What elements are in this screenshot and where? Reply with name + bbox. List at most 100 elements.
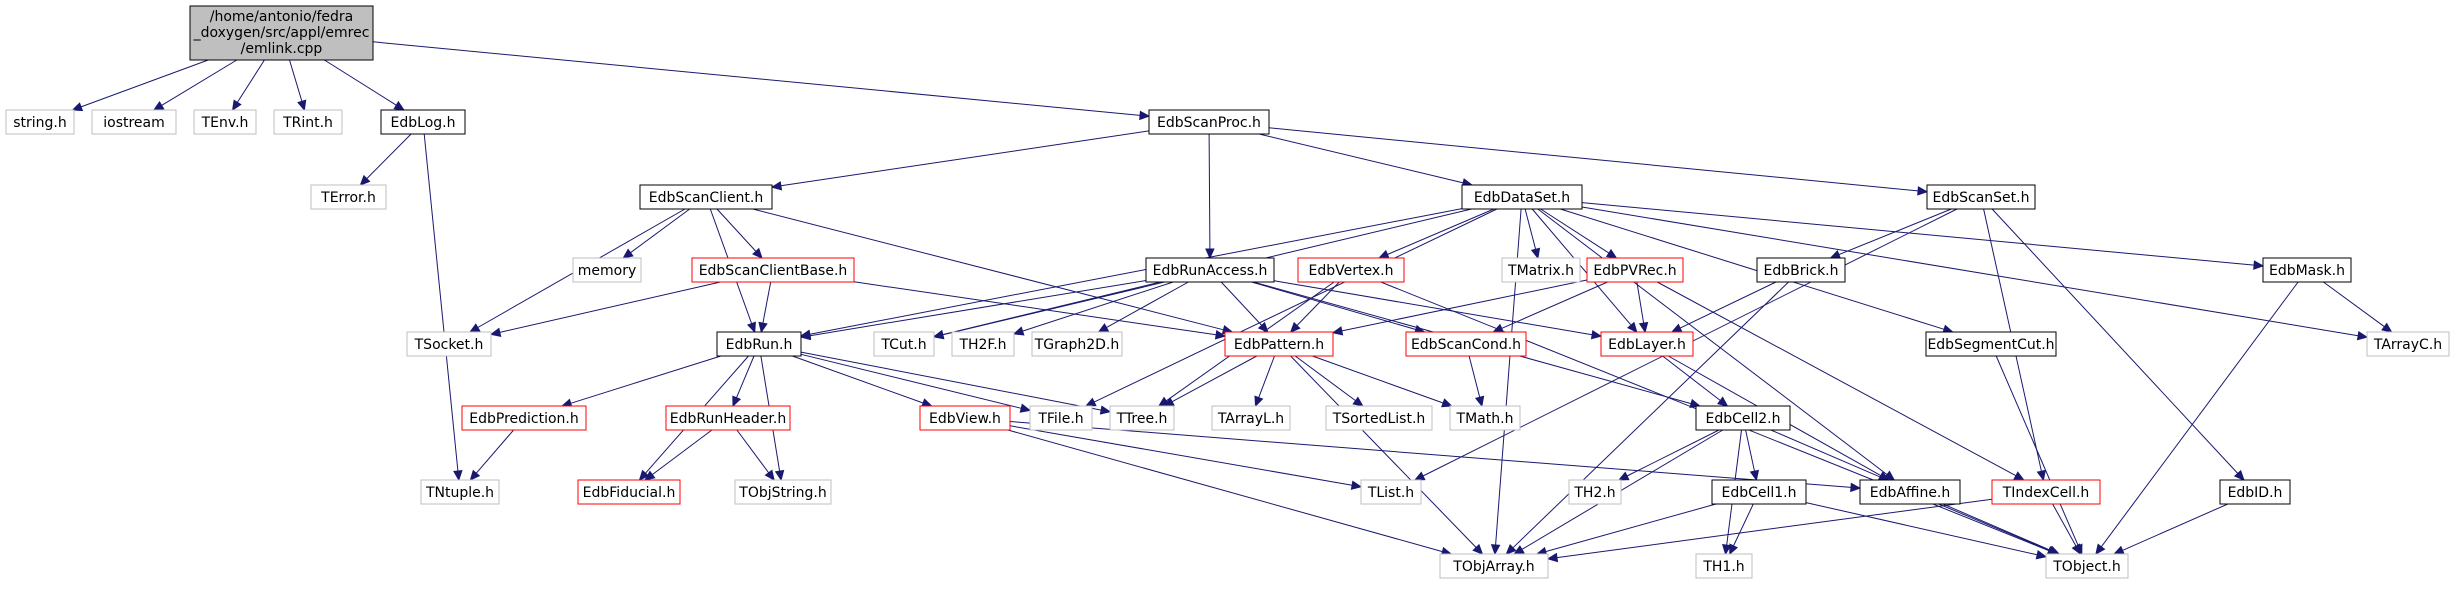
- node-edbrunheader-h[interactable]: EdbRunHeader.h: [665, 405, 791, 431]
- edge-EdbScanProc_h-to-EdbScanSet_h: [1268, 127, 1919, 192]
- node-edbaffine-h[interactable]: EdbAffine.h: [1859, 479, 1961, 505]
- node-edbscanset-h[interactable]: EdbScanSet.h: [1926, 184, 2036, 210]
- node-label: TMatrix.h: [1507, 263, 1574, 279]
- edge-EdbPattern_h-to-TTree_h: [1171, 355, 1258, 403]
- nodes-layer: /home/antonio/fedra_doxygen/src/appl/emr…: [5, 5, 2450, 579]
- node-edbscanclientbase-h[interactable]: EdbScanClientBase.h: [691, 257, 855, 283]
- node-edbprediction-h[interactable]: EdbPrediction.h: [461, 405, 587, 431]
- node-tobject-h: TObject.h: [2045, 553, 2129, 579]
- arrowhead-EdbDataSet_h-to-EdbLayer_h: [1626, 321, 1638, 333]
- node-box: [1449, 405, 1521, 431]
- arrowhead-EdbPattern_h-to-TObjArray_h: [1472, 543, 1484, 555]
- node-edblog-h[interactable]: EdbLog.h: [380, 109, 466, 135]
- node-edbcell1-h[interactable]: EdbCell1.h: [1711, 479, 1807, 505]
- node-edbid-h[interactable]: EdbID.h: [2219, 479, 2291, 505]
- edge-EdbCell2_h-to-TH2_h: [1626, 429, 1720, 477]
- node-trint-h: TRint.h: [273, 109, 343, 135]
- arrowhead-EdbScanProc_h-to-EdbRunAccess_h: [1205, 248, 1215, 260]
- arrowhead-EdbScanClient_h-to-EdbScanClientBase_h: [752, 247, 763, 259]
- node-label: EdbRun.h: [726, 337, 793, 353]
- arrowhead-EdbRunAccess_h-to-TGraph2D_h: [1097, 323, 1110, 333]
- arrowhead-EdbRunAccess_h-to-EdbRun_h: [799, 330, 812, 341]
- edge-EdbPattern_h-to-TMath_h: [1312, 355, 1444, 404]
- node-box: [2262, 257, 2352, 283]
- edge-EdbDataSet_h-to-EdbVertex_h: [1387, 208, 1495, 255]
- arrowhead-root-to-string_h: [71, 102, 84, 112]
- node-box: [639, 184, 773, 210]
- node-box: [1756, 257, 1846, 283]
- arrowhead-EdbMask_h-to-TArrayC_h: [2381, 322, 2393, 333]
- node-edbpattern-h[interactable]: EdbPattern.h: [1224, 331, 1334, 357]
- node-tmath-h: TMath.h: [1449, 405, 1521, 431]
- node-iostream: iostream: [91, 109, 177, 135]
- node-edbpvrec-h[interactable]: EdbPVRec.h: [1586, 257, 1684, 283]
- edge-EdbPattern_h-to-TArrayL_h: [1258, 355, 1275, 398]
- arrowhead-EdbDataSet_h-to-EdbVertex_h: [1377, 249, 1390, 259]
- edge-EdbDataSet_h-to-EdbPVRec_h: [1540, 208, 1610, 254]
- node-label: EdbRunHeader.h: [670, 411, 786, 427]
- node-box: [1360, 479, 1422, 505]
- node-edbdataset-h[interactable]: EdbDataSet.h: [1461, 184, 1583, 210]
- node-edbbrick-h[interactable]: EdbBrick.h: [1756, 257, 1846, 283]
- node-label: TRint.h: [282, 115, 333, 131]
- node-box: [193, 109, 257, 135]
- node-edbscancond-h[interactable]: EdbScanCond.h: [1405, 331, 1527, 357]
- node-label-line: /emlink.cpp: [241, 41, 323, 57]
- node-edbview-h[interactable]: EdbView.h: [919, 405, 1011, 431]
- edge-EdbDataSet_h-to-TArrayC_h: [1581, 206, 2359, 337]
- edge-root-to-EdbLog_h: [324, 59, 397, 106]
- arrowhead-EdbView_h-to-EdbAffine_h: [1850, 482, 1862, 493]
- node-label: EdbPattern.h: [1234, 337, 1324, 353]
- edge-EdbView_h-to-TList_h: [1009, 425, 1353, 486]
- arrowhead-EdbDataSet_h-to-TArrayC_h: [2356, 330, 2369, 341]
- node-th1-h: TH1.h: [1695, 553, 1753, 579]
- edges-layer: [71, 41, 2393, 563]
- edge-EdbID_h-to-TObject_h: [2122, 503, 2229, 551]
- node-edbfiducial-h[interactable]: EdbFiducial.h: [577, 479, 681, 505]
- node-label: TObject.h: [2052, 559, 2120, 575]
- node-tntuple-h: TNtuple.h: [420, 479, 500, 505]
- edge-EdbScanProc_h-to-EdbScanClient_h: [780, 130, 1150, 187]
- node-edblayer-h[interactable]: EdbLayer.h: [1600, 331, 1694, 357]
- node-edbrunaccess-h[interactable]: EdbRunAccess.h: [1145, 257, 1275, 283]
- edge-EdbScanClient_h-to-memory: [630, 208, 690, 254]
- node-edbscanclient-h[interactable]: EdbScanClient.h: [639, 184, 773, 210]
- arrowhead-EdbScanClientBase_h-to-EdbRun_h: [758, 321, 768, 334]
- node-label-line: /home/antonio/fedra: [210, 9, 353, 25]
- node-box: [273, 109, 343, 135]
- node-label: TCut.h: [880, 337, 926, 353]
- node-label: EdbCell2.h: [1705, 411, 1780, 427]
- node-label-line: _doxygen/src/appl/emrec: [193, 25, 370, 41]
- arrowhead-root-to-EdbScanProc_h: [1139, 110, 1151, 121]
- node-root-emlink-cpp[interactable]: /home/antonio/fedra_doxygen/src/appl/emr…: [189, 5, 374, 61]
- edge-EdbRun_h-to-EdbRunHeader_h: [736, 355, 755, 398]
- node-edbmask-h[interactable]: EdbMask.h: [2262, 257, 2352, 283]
- node-tindexcell-h[interactable]: TIndexCell.h: [1991, 479, 2101, 505]
- arrowhead-EdbDataSet_h-to-TObjArray_h: [1490, 544, 1501, 556]
- edge-EdbScanClientBase_h-to-EdbRun_h: [762, 281, 772, 324]
- edge-EdbRunAccess_h-to-TCut_h: [942, 281, 1161, 336]
- edge-EdbSegmentCut_h-to-TObject_h: [1995, 355, 2079, 546]
- arrowhead-EdbRunAccess_h-to-EdbCell2_h: [1689, 398, 1701, 409]
- edge-EdbRunHeader_h-to-TObjString_h: [736, 429, 770, 474]
- node-box: [572, 257, 642, 283]
- edge-EdbRunAccess_h-to-TH2F_h: [1022, 281, 1174, 332]
- node-edbrun-h[interactable]: EdbRun.h: [716, 331, 802, 357]
- node-label: EdbView.h: [929, 411, 1001, 427]
- node-edbvertex-h[interactable]: EdbVertex.h: [1297, 257, 1405, 283]
- node-th2f-h: TH2F.h: [951, 331, 1015, 357]
- node-edbsegmentcut-h[interactable]: EdbSegmentCut.h: [1925, 331, 2057, 357]
- node-box: [716, 331, 802, 357]
- arrowhead-EdbDataSet_h-to-EdbPVRec_h: [1605, 248, 1618, 259]
- edge-EdbDataSet_h-to-EdbMask_h: [1581, 202, 2255, 266]
- node-edbcell2-h[interactable]: EdbCell2.h: [1695, 405, 1791, 431]
- arrowhead-EdbScanSet_h-to-TList_h: [1413, 471, 1426, 481]
- arrowhead-EdbVertex_h-to-EdbPattern_h: [1289, 321, 1301, 333]
- node-label: TList.h: [1367, 485, 1414, 501]
- edge-EdbScanClient_h-to-EdbPattern_h: [752, 208, 1224, 331]
- arrowhead-EdbRun_h-to-TObjString_h: [774, 469, 785, 482]
- arrowhead-EdbPVRec_h-to-EdbLayer_h: [1638, 321, 1649, 334]
- edge-EdbRunAccess_h-to-TGraph2D_h: [1106, 281, 1189, 329]
- node-edbscanproc-h[interactable]: EdbScanProc.h: [1148, 109, 1270, 135]
- node-box: [1695, 405, 1791, 431]
